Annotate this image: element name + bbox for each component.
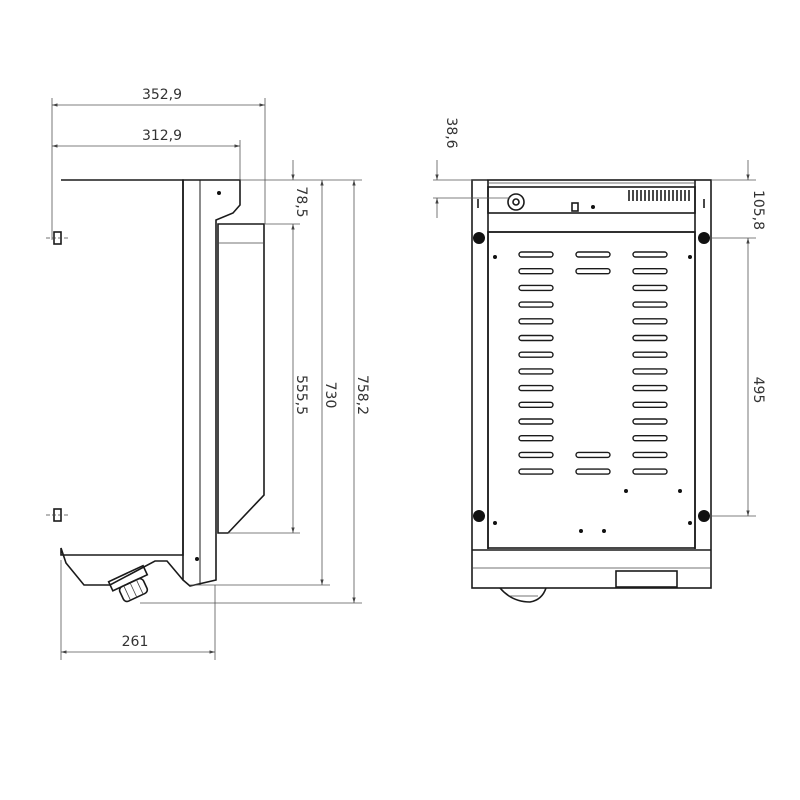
vent-slot xyxy=(518,284,554,292)
vent-slot xyxy=(632,435,668,442)
dim-mount-spacing: 495 xyxy=(750,377,766,404)
dim-overall-height: 758,2 xyxy=(354,375,370,415)
vent-slot xyxy=(518,251,554,258)
vent-slot xyxy=(632,351,668,358)
vent-slot xyxy=(632,251,668,258)
vent-slot xyxy=(632,468,668,475)
dim-base-depth: 261 xyxy=(122,634,149,650)
mount-point-icon xyxy=(698,510,710,522)
dim-body-height: 730 xyxy=(322,382,338,409)
dim-rear-top-offset: 38,6 xyxy=(443,117,459,148)
dim-top-offset: 78,5 xyxy=(293,186,309,217)
mount-point-icon xyxy=(698,232,710,244)
side-view xyxy=(46,179,265,603)
dim-overall-depth: 352,9 xyxy=(142,87,182,103)
vent-slots xyxy=(518,251,668,475)
vent-slot xyxy=(518,368,554,375)
mount-point-icon xyxy=(473,232,485,244)
dim-mount-offset: 105,8 xyxy=(750,190,766,230)
vent-slot xyxy=(632,384,668,392)
vent-slot xyxy=(632,301,668,308)
vent-slot xyxy=(518,384,554,392)
vent-slot xyxy=(632,268,668,275)
fan-icon xyxy=(507,193,525,211)
vent-slot xyxy=(632,401,668,408)
vent-slot xyxy=(518,351,554,358)
vent-slot xyxy=(518,334,554,342)
vent-slot xyxy=(575,468,611,475)
foot-icon xyxy=(499,587,547,603)
vent-slot xyxy=(575,251,611,258)
vent-slot xyxy=(518,301,554,308)
vent-slot xyxy=(575,268,611,275)
vent-slot xyxy=(632,334,668,342)
vent-slot xyxy=(518,401,554,408)
base-label-plate xyxy=(615,570,678,588)
top-control-section xyxy=(487,186,696,214)
vent-slot xyxy=(518,435,554,442)
side-panel xyxy=(182,179,241,587)
vent-slot xyxy=(632,451,668,459)
dim-body-depth: 312,9 xyxy=(142,128,182,144)
side-body-outline xyxy=(60,179,184,586)
vent-slot xyxy=(518,268,554,275)
vent-slot xyxy=(518,318,554,325)
vent-grille-icon xyxy=(628,190,690,201)
rear-view xyxy=(471,179,712,603)
back-box xyxy=(217,223,265,534)
mount-point-icon xyxy=(473,510,485,522)
rear-view-dimensions: 38,6 105,8 495 xyxy=(433,117,766,517)
rear-frame xyxy=(471,179,712,589)
vent-slot xyxy=(632,418,668,425)
vent-slot xyxy=(575,451,611,459)
vent-slot xyxy=(518,468,554,475)
vent-slot xyxy=(632,318,668,325)
vent-slot xyxy=(632,284,668,292)
vent-slot xyxy=(632,368,668,375)
dim-back-box-height: 555,5 xyxy=(293,375,309,415)
cable-gland-icon xyxy=(107,564,149,603)
vent-slot xyxy=(518,451,554,459)
side-view-dimensions: 352,9 312,9 261 78,5 555,5 730 758,2 xyxy=(51,87,370,660)
vent-slot xyxy=(518,418,554,425)
rear-panel xyxy=(487,231,696,549)
